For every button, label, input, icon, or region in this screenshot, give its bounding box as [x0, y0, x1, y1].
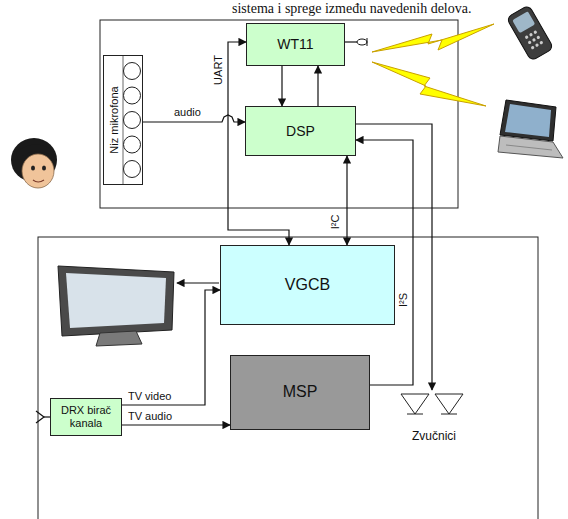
signal-label: TV audio [126, 410, 174, 422]
tv-housing [38, 237, 538, 519]
laptop-icon [498, 100, 563, 158]
speaker-group: Zvučnici [395, 390, 473, 446]
wireless-bolt [372, 62, 486, 106]
microphone-circle [124, 112, 141, 129]
phone-icon [506, 5, 554, 61]
speaker-symbols [395, 390, 469, 420]
signal-connector [281, 66, 282, 106]
signal-connector [346, 156, 347, 245]
process-box: MSP [230, 355, 370, 430]
box-label: DRX birač kanala [54, 404, 118, 429]
person-icon [11, 138, 57, 188]
microphone-circle [124, 87, 141, 104]
array-label: Niz mikrofona [108, 86, 121, 153]
caption-text: sistema i sprege između navedenih delova… [230, 1, 473, 16]
process-box: VGCB [220, 245, 395, 325]
speaker-symbol [435, 394, 463, 414]
speaker-symbol [401, 394, 429, 414]
signal-label: I²S [397, 291, 409, 309]
box-label: VGCB [285, 276, 330, 294]
signal-label: audio [172, 106, 203, 118]
module-box: WT11 [246, 23, 345, 66]
box-label: DSP [286, 123, 315, 139]
signal-connector [122, 290, 220, 405]
signal-label: I²C [329, 213, 341, 232]
signal-connector [317, 66, 318, 106]
microphone-circle [124, 161, 141, 178]
process-box: DSP [245, 106, 356, 156]
box-label: MSP [283, 383, 318, 401]
microphone-circle [124, 63, 141, 80]
tv-monitor [58, 266, 174, 346]
signal-label: TV video [126, 390, 173, 402]
signal-label: UART [212, 53, 224, 87]
speaker-label: Zvučnici [395, 430, 473, 444]
rf-input-symbol [36, 411, 50, 423]
signal-connector [122, 424, 230, 425]
video-out-arrow [177, 282, 219, 283]
microphone-circle [124, 136, 141, 153]
antenna-symbol [345, 38, 367, 46]
box-label: WT11 [277, 36, 313, 52]
wireless-bolt [372, 24, 494, 52]
speaker-symbol [441, 414, 457, 415]
module-housing [100, 20, 458, 208]
speaker-symbol [407, 414, 423, 415]
microphone-array: Niz mikrofona [103, 55, 143, 185]
tuner-box: DRX birač kanala [50, 398, 122, 436]
